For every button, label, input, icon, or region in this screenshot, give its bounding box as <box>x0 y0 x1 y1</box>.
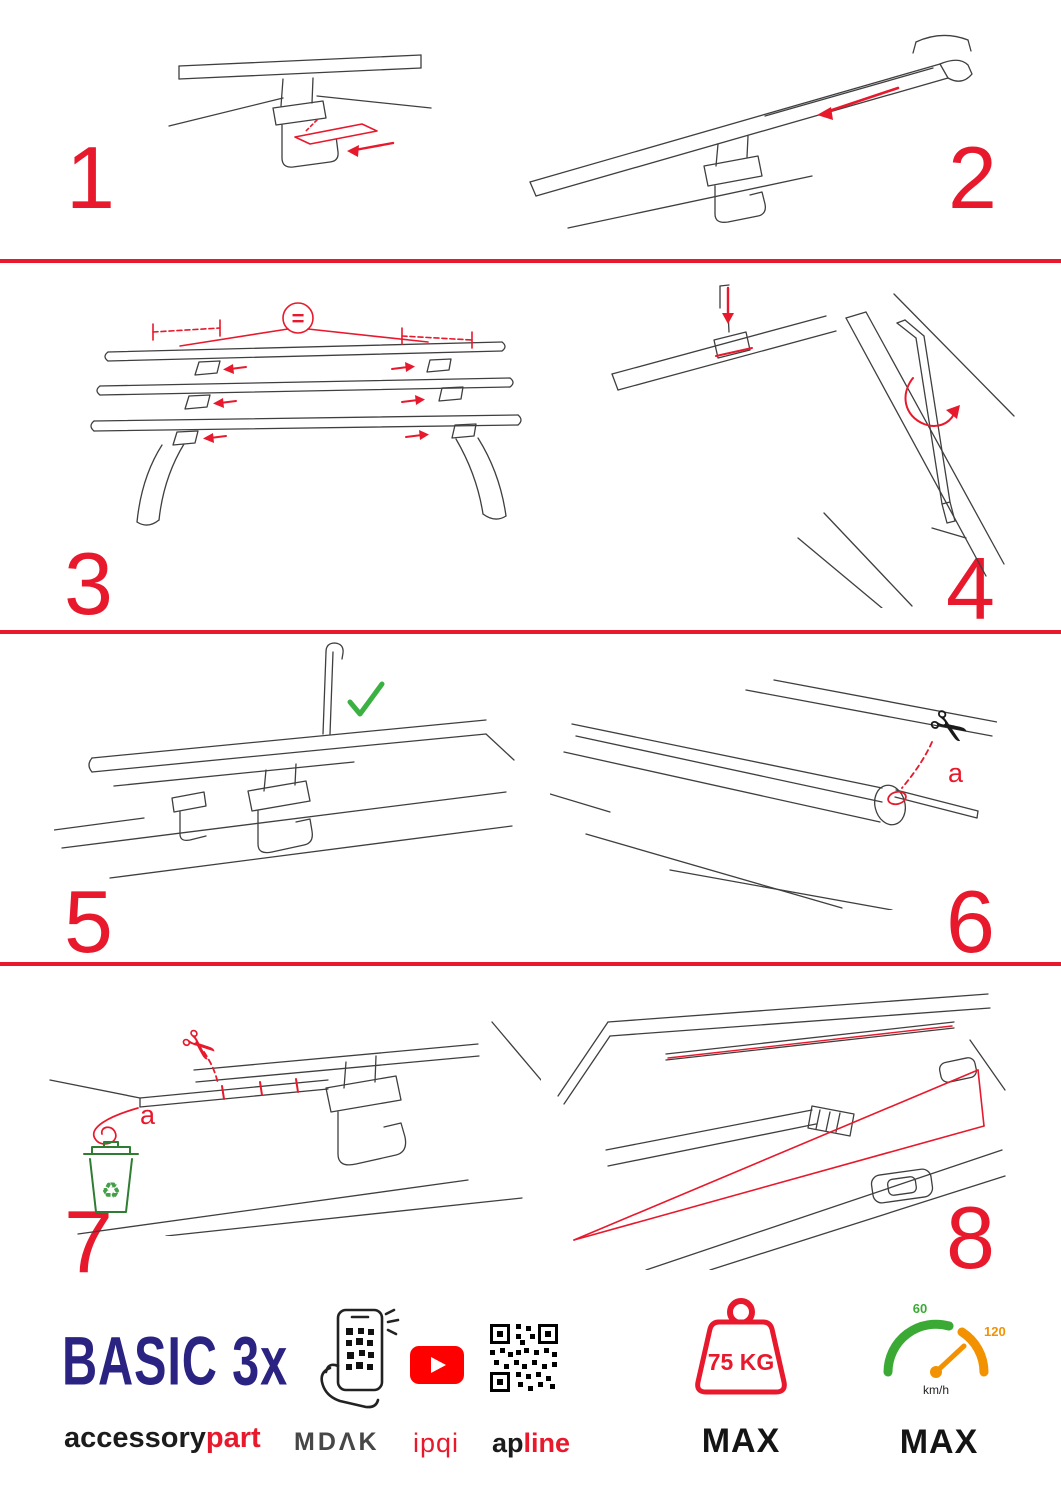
youtube-icon <box>410 1346 464 1384</box>
max-load-badge: 75 KG MAX <box>676 1296 806 1461</box>
weight-value: 75 KG <box>708 1349 774 1375</box>
section-divider-3 <box>0 962 1061 966</box>
step-2-illustration <box>529 34 973 229</box>
qr-label: apline <box>492 1428 570 1459</box>
brand-part-black: accessory <box>64 1422 206 1454</box>
scissors-icon: ✂ <box>170 1017 227 1076</box>
brand-part-red: part <box>205 1422 261 1454</box>
max-speed-label: MAX <box>899 1423 979 1461</box>
speed-unit-label: km/h <box>923 1383 949 1397</box>
adjust-arrows <box>203 362 429 443</box>
gauge-max-label: 120 <box>984 1324 1006 1339</box>
cut-point-label: a <box>948 758 964 788</box>
step-8-illustration <box>557 993 1006 1270</box>
gauge-min-label: 60 <box>913 1301 927 1316</box>
equals-label: = <box>292 306 305 331</box>
max-speed-badge: 60 120 km/h MAX <box>868 1292 1010 1462</box>
brand-logo: accessorypart <box>64 1422 261 1455</box>
qr-label-red: line <box>523 1428 571 1458</box>
qr-code <box>490 1324 558 1392</box>
step-1-illustration <box>168 54 432 168</box>
speedometer-icon: 60 120 km/h <box>883 1301 1006 1397</box>
step-5-illustration <box>54 642 515 879</box>
check-icon <box>347 681 385 717</box>
max-load-label: MAX <box>701 1422 781 1460</box>
slide-arrow <box>817 107 833 120</box>
step-2-number: 2 <box>948 128 997 227</box>
cut-point-label: a <box>140 1100 156 1130</box>
step-7-illustration: ✂ a ♻ <box>49 1017 541 1236</box>
phone-qr-icon <box>320 1308 400 1409</box>
weight-icon: 75 KG <box>695 1298 787 1395</box>
product-name: BASIC 3x <box>62 1323 289 1400</box>
step-4-number: 4 <box>946 539 995 638</box>
store-label: MDΛK <box>294 1428 380 1456</box>
step-5-number: 5 <box>64 872 113 971</box>
qr-label-black: ap <box>492 1428 524 1458</box>
step-4-illustration <box>611 284 1015 608</box>
section-divider-2 <box>0 630 1061 634</box>
youtube-label: ipqi <box>413 1428 460 1458</box>
insert-arrow <box>347 145 359 157</box>
step-3-number: 3 <box>64 534 113 633</box>
step-1-number: 1 <box>66 128 115 227</box>
trash-bin-icon <box>83 1141 139 1213</box>
step-6-illustration: ✂ a <box>550 679 997 910</box>
recycle-icon: ♻ <box>101 1178 121 1203</box>
section-divider-1 <box>0 259 1061 263</box>
step-8-number: 8 <box>946 1188 995 1287</box>
step-3-illustration: = <box>90 302 522 526</box>
tighten-arrows <box>722 313 960 419</box>
step-6-number: 6 <box>946 872 995 971</box>
